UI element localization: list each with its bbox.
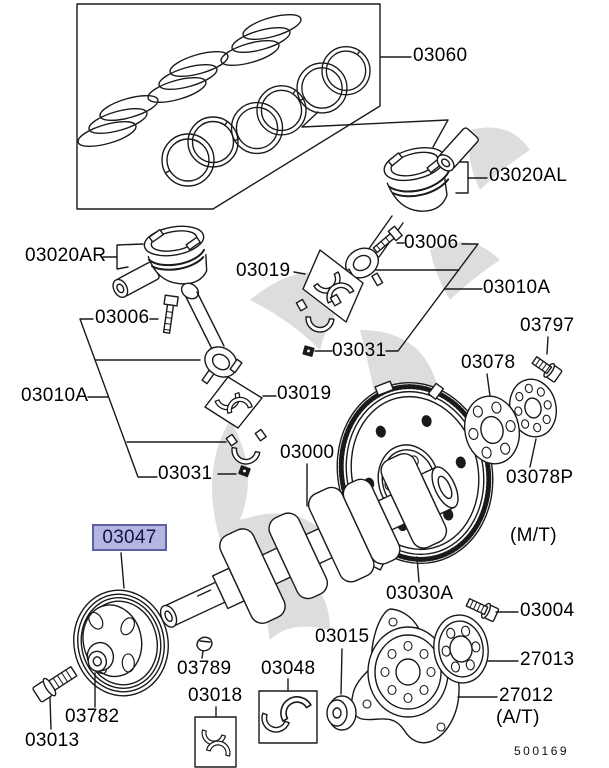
- rod-cap-right-drawing: [295, 293, 342, 357]
- part-label-03015[interactable]: 03015: [315, 626, 370, 647]
- crankshaft-drawing: [159, 452, 459, 628]
- part-label-03797[interactable]: 03797: [520, 315, 575, 336]
- bolt-03006-left-drawing: [162, 294, 179, 334]
- plate-27013-drawing: [433, 614, 489, 684]
- part-label-03000[interactable]: 03000: [280, 442, 335, 463]
- plate-03078P-drawing: [509, 378, 557, 438]
- bearing-box-03018-drawing: [194, 716, 237, 768]
- part-label-03031-right[interactable]: 03031: [332, 340, 387, 361]
- bearing-set-03019-top-drawing: [302, 249, 364, 323]
- piston-03020AR-drawing: [109, 225, 243, 385]
- bolt-03013-drawing: [32, 665, 78, 703]
- bearing-box-03048-drawing: [257, 690, 318, 744]
- drive-plate-27012-drawing: [351, 608, 460, 744]
- transmission-note-at: (A/T): [496, 707, 540, 728]
- key-03789-drawing: [196, 636, 213, 652]
- part-label-03047-highlighted[interactable]: 03047: [92, 524, 167, 551]
- part-label-03789[interactable]: 03789: [177, 658, 232, 679]
- part-label-03078[interactable]: 03078: [461, 352, 516, 373]
- part-label-03030A[interactable]: 03030A: [386, 583, 454, 604]
- leader-lines: [49, 56, 549, 730]
- bearing-set-03019-mid-drawing: [204, 376, 263, 429]
- part-label-03078P[interactable]: 03078P: [506, 467, 574, 488]
- pulley-drawing: [73, 589, 169, 697]
- part-label-27012[interactable]: 27012: [499, 685, 554, 706]
- piston-ring-box-drawing: [74, 3, 449, 210]
- part-label-03010A-left[interactable]: 03010A: [21, 385, 89, 406]
- part-label-03019-mid[interactable]: 03019: [277, 383, 332, 404]
- part-label-03019-top[interactable]: 03019: [236, 260, 291, 281]
- part-label-03782[interactable]: 03782: [65, 706, 120, 727]
- part-label-03020AR[interactable]: 03020AR: [25, 245, 107, 266]
- part-label-03010A-right[interactable]: 03010A: [483, 277, 551, 298]
- bolt-03004-drawing: [465, 598, 500, 622]
- part-label-03060[interactable]: 03060: [413, 45, 468, 66]
- part-label-03018[interactable]: 03018: [188, 685, 243, 706]
- part-label-03004[interactable]: 03004: [520, 600, 575, 621]
- part-label-27013[interactable]: 27013: [520, 649, 575, 670]
- part-label-03013[interactable]: 03013: [25, 730, 80, 751]
- part-label-03048[interactable]: 03048: [261, 658, 316, 679]
- part-label-03031-left[interactable]: 03031: [158, 463, 213, 484]
- diagram-code: 500169: [514, 744, 570, 758]
- part-label-03006-right[interactable]: 03006: [404, 232, 459, 253]
- plate-03078-drawing: [463, 395, 521, 465]
- bolt-03797-drawing: [531, 356, 563, 383]
- rod-cap-left-drawing: [225, 428, 267, 478]
- bolt-03006-right-drawing: [372, 225, 403, 254]
- bushing-03015-drawing: [326, 695, 357, 731]
- part-label-03020AL[interactable]: 03020AL: [489, 165, 568, 186]
- part-label-03006-left[interactable]: 03006: [95, 307, 150, 328]
- transmission-note-mt: (M/T): [510, 525, 557, 546]
